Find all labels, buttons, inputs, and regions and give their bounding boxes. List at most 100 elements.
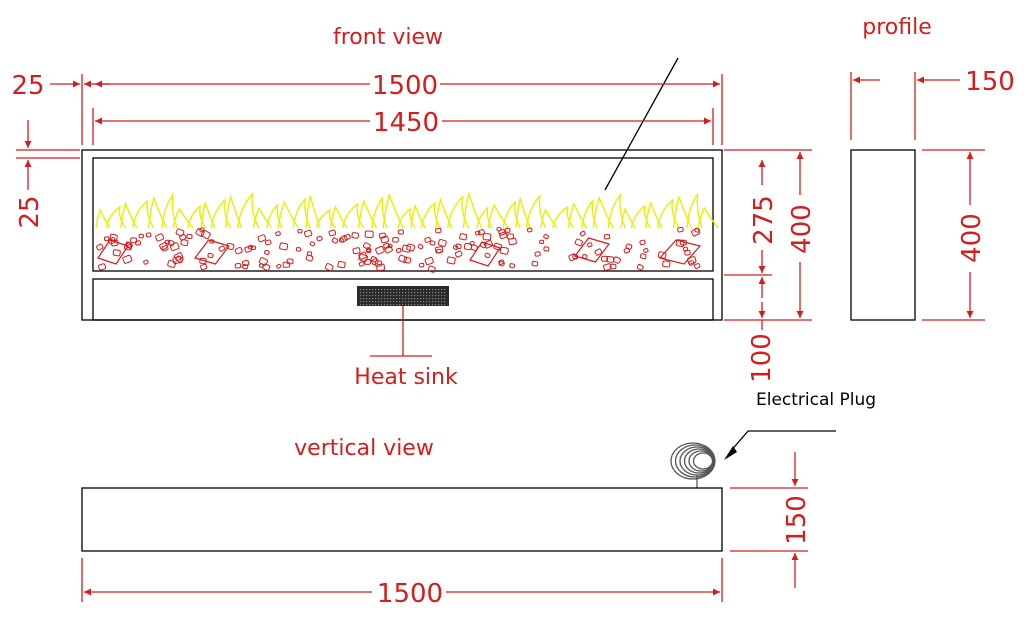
ember-shape [130, 237, 138, 244]
ember-shape [687, 256, 697, 265]
grille-dot [387, 292, 389, 294]
heat-sink-label: Heat sink [354, 365, 458, 390]
ember-shape [362, 242, 371, 250]
grille-dot [435, 301, 437, 303]
grille-dot [366, 304, 368, 306]
ember-shape [539, 239, 545, 244]
ember-shape [155, 233, 165, 242]
flame-bed [95, 191, 719, 229]
window-leader-line [604, 57, 679, 191]
ember-shape [429, 240, 436, 246]
ember-shape [662, 260, 671, 268]
grille-dot [429, 304, 431, 306]
grille-dot [426, 301, 428, 303]
ember-shape [403, 256, 412, 264]
grille-dot [402, 301, 404, 303]
grille-dot [432, 292, 434, 294]
ember-shape [639, 239, 646, 246]
grille-dot [405, 295, 407, 297]
grille-dot [435, 289, 437, 291]
dim-vertical-width: 1500 [377, 579, 443, 609]
grille-dot [441, 304, 443, 306]
ember-shape [286, 258, 294, 265]
ember-shape [446, 256, 456, 265]
grille-dot [396, 301, 398, 303]
grille-dot [426, 289, 428, 291]
grille-dot [396, 304, 398, 306]
flame-shape [592, 195, 614, 229]
ember-shape [376, 263, 385, 272]
grille-dot [435, 304, 437, 306]
ember-shape [324, 263, 334, 272]
flame-shape [540, 208, 558, 229]
ember-shape [484, 252, 491, 259]
ember-shape [371, 258, 379, 265]
log-shape [469, 241, 501, 267]
profile-outline [850, 149, 916, 321]
grille-dot [363, 295, 365, 297]
ember-shape [297, 228, 303, 234]
ember-shape [352, 247, 361, 255]
grille-dot [426, 292, 428, 294]
ember-shape [173, 252, 184, 261]
ember-shape [600, 255, 609, 262]
grille-dot [363, 289, 365, 291]
ember-shape [275, 231, 281, 237]
grille-dot [378, 289, 380, 291]
ember-shape [169, 242, 180, 251]
grille-dot [396, 292, 398, 294]
flame-shape [382, 192, 404, 229]
grille-dot [399, 292, 401, 294]
grille-dot [414, 304, 416, 306]
ember-shape [434, 246, 444, 254]
ember-shape [435, 227, 442, 234]
grille-dot [417, 304, 419, 306]
grille-dot [372, 295, 374, 297]
ember-shape [427, 265, 436, 273]
ember-shape [384, 245, 393, 254]
grille-dot [420, 301, 422, 303]
ember-shape [424, 236, 432, 243]
grille-dot [438, 292, 440, 294]
ember-shape [424, 256, 434, 266]
ember-shape [358, 261, 365, 267]
dim-profile-height: 400 [957, 213, 987, 263]
ember-shape [145, 232, 152, 238]
grille-dot [393, 295, 395, 297]
grille-dot [375, 292, 377, 294]
ember-shape [109, 233, 118, 241]
flame-shape [525, 193, 547, 229]
flame-shape [515, 196, 531, 229]
grille-dot [381, 304, 383, 306]
grille-dot [372, 304, 374, 306]
grille-dot [384, 298, 386, 300]
grille-dot [405, 304, 407, 306]
grille-dot [408, 295, 410, 297]
ember-shape [304, 229, 313, 238]
grille-dot [387, 304, 389, 306]
grille-dot [378, 304, 380, 306]
grille-dot [402, 295, 404, 297]
grille-dot [399, 304, 401, 306]
ember-shape [459, 233, 468, 241]
grille-dot [444, 289, 446, 291]
ember-shape [242, 263, 249, 270]
ember-shape [508, 237, 517, 246]
grille-dot [423, 292, 425, 294]
ember-shape [574, 238, 583, 247]
front-view-title: front view [333, 25, 443, 50]
grille-dot [444, 295, 446, 297]
grille-dot [411, 292, 413, 294]
grille-dot [414, 298, 416, 300]
ember-shape [143, 259, 149, 265]
grille-dot [444, 298, 446, 300]
grille-dot [390, 301, 392, 303]
grille-dot [393, 298, 395, 300]
ember-shape [691, 228, 701, 237]
ember-shape [452, 244, 459, 250]
ember-shape [387, 243, 393, 249]
grille-dot [429, 301, 431, 303]
grille-dot [429, 295, 431, 297]
flame-shape [645, 200, 663, 229]
ember-shape [543, 234, 549, 240]
